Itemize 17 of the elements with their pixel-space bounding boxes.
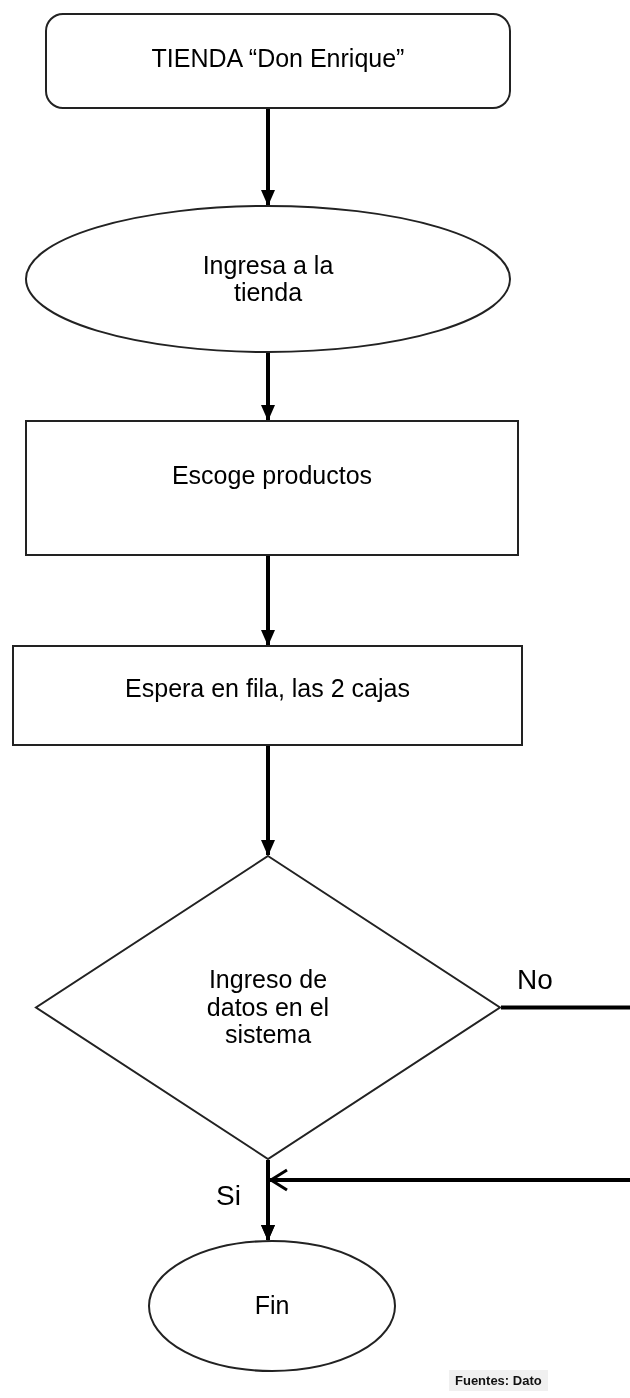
node-text: Fin <box>253 1292 291 1320</box>
process-box <box>12 645 523 746</box>
node-text: Ingresa a la tienda <box>201 251 335 307</box>
arrow <box>261 556 275 646</box>
node-text: Espera en fila, las 2 cajas <box>124 675 411 703</box>
node-text: TIENDA “Don Enrique” <box>150 45 406 73</box>
source-note: Fuentes: Dato <box>449 1370 548 1391</box>
arrow <box>261 109 275 206</box>
process-box <box>25 420 519 556</box>
arrow <box>261 353 275 421</box>
decision-diamond <box>35 855 501 1160</box>
arrow <box>261 746 275 856</box>
node-text: Ingreso de datos en el sistema <box>205 966 331 1049</box>
node-text: Escoge productos <box>170 462 374 490</box>
end-ellipse <box>148 1240 396 1372</box>
start-box <box>45 13 511 109</box>
process-ellipse <box>25 205 511 353</box>
